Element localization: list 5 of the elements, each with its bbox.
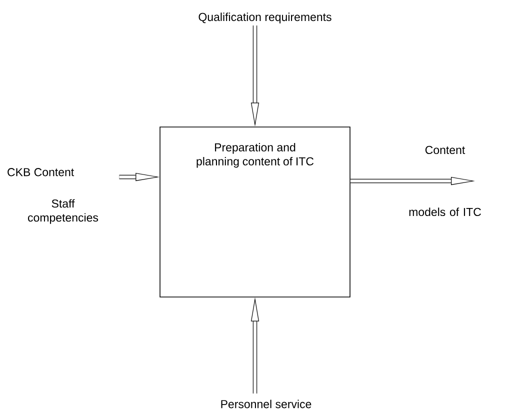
control-label: Qualification requirements	[198, 12, 332, 24]
input-label: CKB Content Staff competencies	[8, 168, 98, 224]
mechanism-label: Personnel service	[221, 400, 312, 408]
output-label: Content models of ITC	[409, 146, 481, 216]
process-box: Preparation and planning content of ITC	[160, 126, 350, 298]
